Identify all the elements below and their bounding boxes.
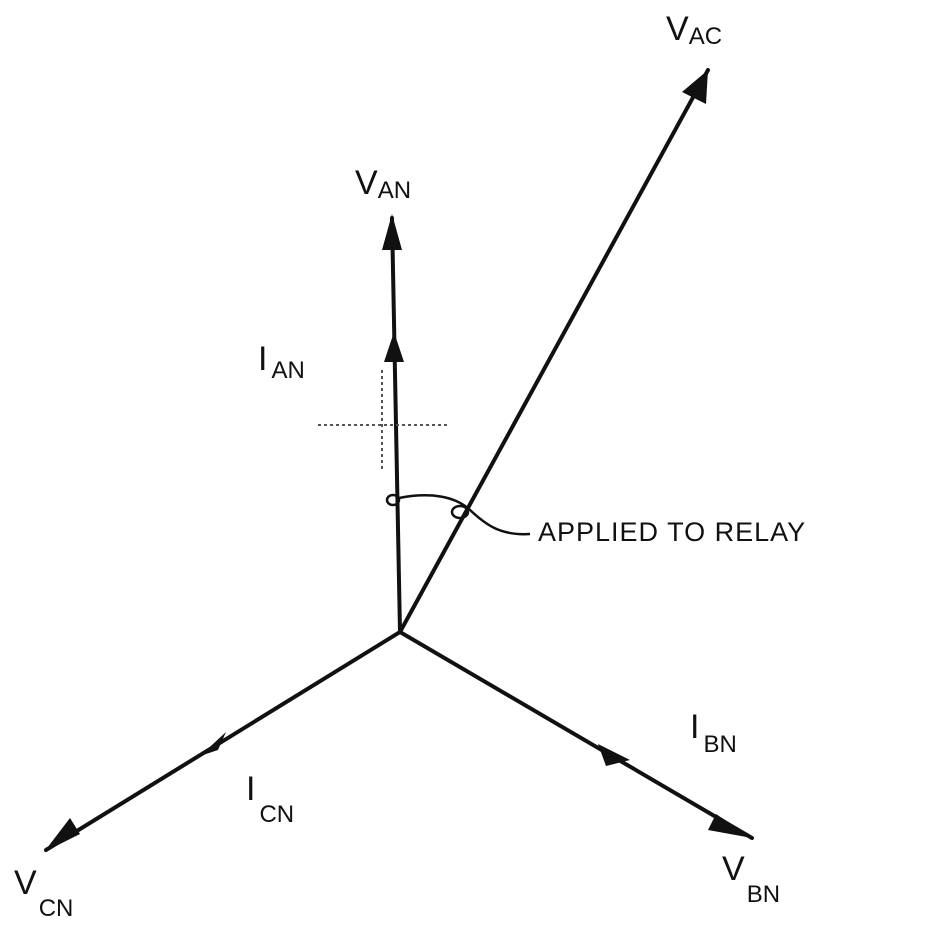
vac-phasor-line bbox=[398, 68, 710, 634]
applied-to-relay-label: APPLIED TO RELAY bbox=[538, 517, 806, 547]
vac-label: VAC bbox=[666, 10, 722, 50]
ibn-arrowhead bbox=[598, 744, 630, 766]
vbn-phasor-line bbox=[398, 630, 754, 840]
icn-label: ICN bbox=[246, 770, 294, 828]
vcn-arrowhead bbox=[44, 818, 80, 852]
relay-annotation-marker bbox=[385, 493, 531, 536]
vcn-label: VCN bbox=[14, 864, 73, 922]
vac-arrowhead bbox=[682, 70, 708, 104]
vcn-phasor-line bbox=[44, 630, 402, 852]
van-label: VAN bbox=[355, 164, 411, 204]
crosshair-mark bbox=[318, 370, 450, 470]
vbn-label: VBN bbox=[722, 850, 780, 908]
van-arrowhead bbox=[382, 214, 402, 250]
vbn-arrowhead bbox=[708, 814, 752, 838]
icn-arrowhead bbox=[200, 732, 226, 756]
ian-arrowhead bbox=[384, 332, 404, 362]
